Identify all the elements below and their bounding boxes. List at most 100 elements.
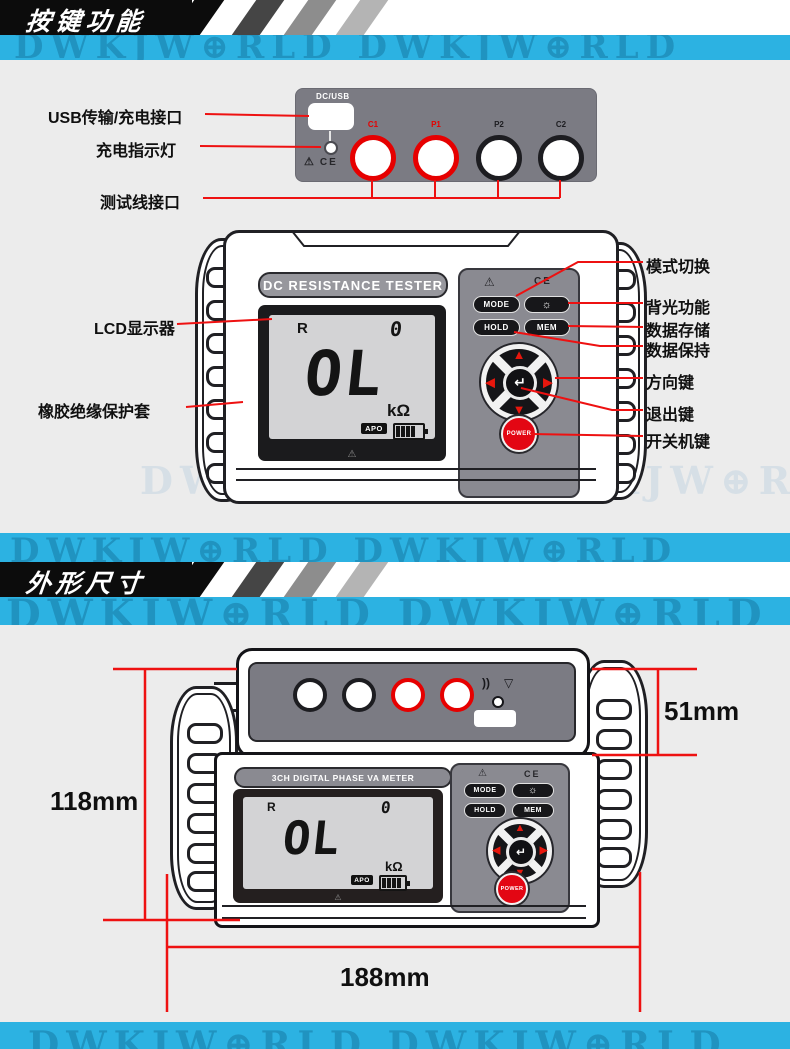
warning-icon: ⚠ [304, 156, 314, 168]
warning-icon: ⚠ [484, 275, 495, 289]
dpad-down-icon: ▼ [512, 402, 526, 417]
connector [342, 678, 376, 712]
dc-usb-caption: DC/USB [316, 92, 350, 101]
mem-button: MEM [524, 319, 570, 336]
bottom-groove [236, 468, 596, 481]
lcd-bezel: R 0 OL kΩ APO ⚠ [258, 305, 446, 461]
lcd-screen: R 0 OL kΩ APO [243, 797, 433, 891]
backlight-button: ☼ [524, 296, 570, 313]
ce-mark: CE [319, 157, 338, 168]
callout-test-leads: 测试线接口 [100, 195, 181, 212]
charge-indicator-led [324, 141, 338, 155]
callout-rubber-sleeve: 橡胶绝缘保护套 [38, 404, 151, 421]
grip-fin [596, 847, 632, 868]
callout-mode-switch: 模式切换 [646, 259, 711, 276]
mode-button: MODE [473, 296, 520, 313]
connector-c1 [350, 135, 396, 181]
lcd-quantity: R [297, 320, 308, 337]
callout-usb-port: USB传输/充电接口 [48, 110, 183, 127]
device-front-face: 3CH DIGITAL PHASE VA METER R 0 OL kΩ APO… [214, 752, 600, 928]
safety-marks: ⚠ CE [304, 155, 338, 168]
dpad-left-icon: ◀ [492, 844, 501, 857]
watermark: DWKJW⊕RLD DWKJW⊕RLD [28, 1024, 728, 1049]
battery-icon [393, 423, 428, 440]
connector-label-c1: C1 [367, 120, 379, 129]
lcd-bezel: R 0 OL kΩ APO ⚠ [233, 789, 443, 903]
watermark: DWKJW⊕RLD DWKJW⊕RLD [14, 35, 683, 60]
lcd-quantity: R [267, 800, 276, 814]
connector-label-c2: C2 [555, 120, 567, 129]
connector [440, 678, 474, 712]
dpad-up-icon: ▲ [514, 822, 526, 834]
grip-fin [596, 759, 632, 780]
top-connector-panel: DC/USB ⚠CE C1 P1 P2 C2 [295, 88, 597, 182]
power-button: POWER [501, 416, 537, 452]
grip-fin [596, 789, 632, 810]
callout-lcd: LCD显示器 [94, 321, 175, 338]
callout-charge-indicator: 充电指示灯 [96, 143, 177, 160]
lcd-aux-digit: 0 [388, 317, 404, 341]
usb-port [474, 710, 516, 727]
direction-pad: ▲ ▼ ◀ ▶ ↵ [479, 342, 559, 422]
bezel-warning-icon: ⚠ [347, 449, 357, 460]
dpad-left-icon: ◀ [485, 374, 495, 390]
connector [293, 678, 327, 712]
cyan-band-bottom: DWKJW⊕RLD DWKJW⊕RLD [0, 1022, 790, 1049]
section1-banner [0, 0, 192, 35]
banner-stripe [335, 0, 389, 35]
brand-title: 3CH DIGITAL PHASE VA METER [234, 767, 452, 788]
section2-band: DWKJW⊕RLD DWKJW⊕RLD DWKJW⊕RLD DWKJW⊕RLD … [0, 533, 790, 625]
dpad-up-icon: ▲ [512, 347, 526, 362]
enter-button: ↵ [506, 837, 536, 867]
warning-icon: ⚠ [478, 768, 487, 779]
dimension-depth: 51mm [664, 696, 740, 726]
apo-badge: APO [351, 875, 373, 885]
ce-mark: CE [534, 276, 552, 287]
section2-header: 外形尺寸 [0, 562, 790, 598]
device-front-view: DC RESISTANCE TESTER R 0 OL kΩ APO ⚠ ⚠ C… [195, 228, 647, 506]
ce-mark: CE [524, 769, 541, 779]
callout-data-storage: 数据存储 [646, 323, 711, 340]
grip-fin [596, 729, 632, 750]
connector-label-p2: P2 [494, 120, 504, 129]
callout-data-hold: 数据保持 [646, 343, 711, 360]
hold-button: HOLD [473, 319, 520, 336]
top-panel-frame: )) ▽ [236, 648, 590, 758]
lcd-unit: kΩ [387, 401, 411, 420]
backlight-button: ☼ [512, 783, 554, 798]
sound-icon: )) [482, 676, 490, 690]
device-3d-view: )) ▽ 3CH DIGITAL PHASE VA METER R 0 OL k… [170, 648, 650, 948]
connector-c2 [538, 135, 584, 181]
callout-backlight: 背光功能 [646, 300, 711, 317]
button-panel: ⚠ CE MODE ☼ HOLD MEM ▲ ▼ ◀ ▶ ↵ POWER [458, 268, 580, 498]
top-connector-panel-3d: )) ▽ [248, 662, 576, 742]
indicator-led [492, 696, 504, 708]
brand-title: DC RESISTANCE TESTER [258, 272, 448, 298]
dpad-right-icon: ▶ [539, 844, 548, 857]
banner-stripe [283, 0, 337, 35]
apo-badge: APO [361, 423, 387, 434]
banner-stripe [231, 0, 285, 35]
cyan-band-top: DWKJW⊕RLD DWKJW⊕RLD [0, 35, 790, 60]
power-button: POWER [496, 873, 528, 905]
connector [391, 678, 425, 712]
lcd-screen: R 0 OL kΩ APO [269, 315, 435, 440]
mode-button: MODE [464, 783, 506, 798]
button-panel: ⚠ CE MODE ☼ HOLD MEM ▲ ▼ ◀ ▶ ↵ POWER [450, 763, 570, 913]
bottom-groove [222, 905, 586, 919]
dpad-right-icon: ▶ [543, 374, 553, 390]
connector-p1 [413, 135, 459, 181]
callout-direction-keys: 方向键 [646, 375, 695, 392]
lcd-reading: OL [280, 811, 344, 865]
section1-header: 按键功能 [0, 0, 790, 36]
section2-title: 外形尺寸 [24, 569, 148, 598]
indicator-stem [329, 131, 331, 141]
section2-banner [0, 562, 192, 597]
connector-p2 [476, 135, 522, 181]
section1-title: 按键功能 [24, 7, 148, 36]
usb-port [308, 103, 354, 130]
tilt-icon: ▽ [504, 676, 514, 690]
callout-exit-key: 退出键 [646, 407, 695, 424]
dimension-height: 118mm [50, 786, 139, 816]
battery-icon [379, 875, 410, 891]
